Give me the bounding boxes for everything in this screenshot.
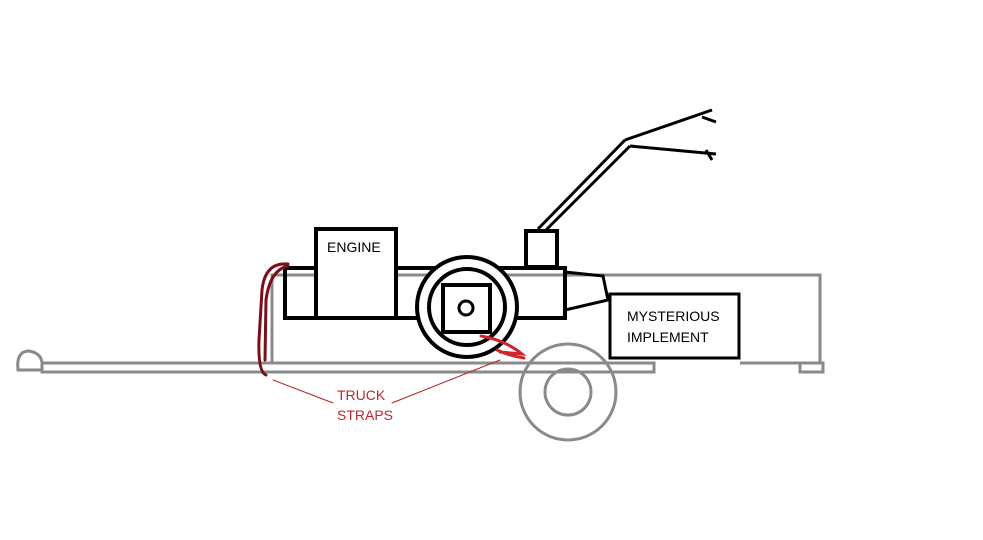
handle-bars	[536, 108, 717, 233]
callout-line-front	[391, 359, 501, 404]
gearbox-square	[441, 283, 492, 334]
engine-box	[314, 227, 398, 320]
implement-connector	[564, 270, 610, 312]
rear-strap	[257, 262, 290, 377]
drive-ring-inner	[427, 267, 507, 347]
truck-bed-foot	[798, 361, 825, 374]
trailer-deck	[40, 361, 656, 374]
column-box	[524, 229, 559, 269]
truck-bed-outline	[270, 273, 822, 365]
front-strap	[479, 334, 527, 360]
truck-straps	[257, 262, 527, 404]
straps-label-line1: TRUCK	[337, 387, 386, 403]
implement-label-line2: IMPLEMENT	[627, 329, 709, 345]
wheel-hub	[543, 367, 593, 417]
engine-label: ENGINE	[327, 239, 381, 255]
implement-box	[608, 292, 741, 360]
trailer-hitch	[16, 349, 44, 372]
implement-label-line1: MYSTERIOUS	[627, 308, 720, 324]
machine	[283, 108, 741, 360]
callout-line-rear	[272, 379, 334, 404]
trailer	[16, 273, 825, 442]
wheel	[518, 342, 618, 442]
straps-label-line2: STRAPS	[337, 407, 393, 423]
axle-circle	[457, 299, 475, 317]
